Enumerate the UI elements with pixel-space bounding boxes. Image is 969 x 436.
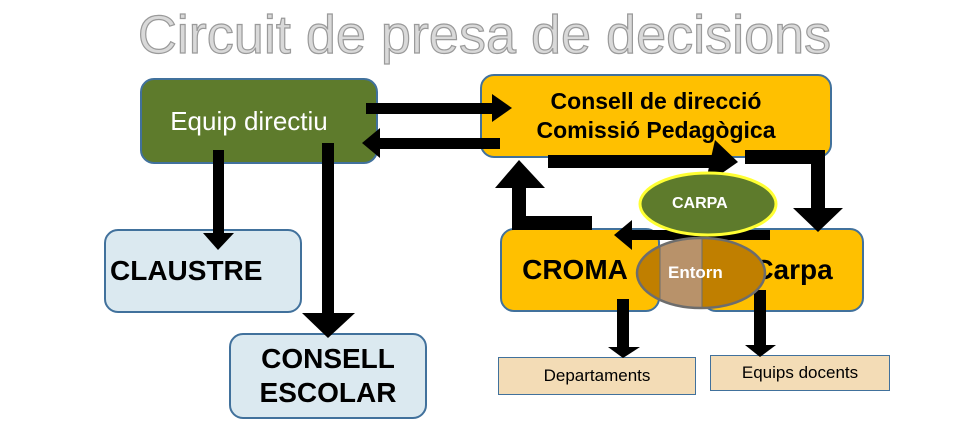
arrow-equip-to-consell-escolar — [302, 143, 355, 338]
arrow-carpa-to-equips-docents — [745, 290, 776, 357]
node-consell-escolar-line2: ESCOLAR — [259, 377, 397, 408]
node-equip-directiu-label: Equip directiu — [170, 105, 328, 136]
node-claustre: CLAUSTRE — [104, 229, 302, 313]
arrow-consell-to-equip — [362, 128, 500, 158]
arrow-croma-to-consell — [495, 160, 592, 230]
node-claustre-label: CLAUSTRE — [110, 255, 263, 286]
node-croma-label: CROMA — [522, 254, 628, 285]
node-carpa-box-label: Carpa — [753, 254, 833, 285]
entorn-ellipse — [637, 238, 765, 308]
node-consell-escolar-line1: CONSELL — [261, 343, 395, 374]
carpa-ellipse-label: CARPA — [672, 195, 728, 212]
entorn-label: Entorn — [668, 263, 723, 282]
node-departaments: Departaments — [498, 357, 696, 395]
arrow-croma-to-departaments — [608, 299, 640, 358]
diagram-title: Circuit de presa de decisions — [137, 4, 832, 65]
node-consell-direccio-line1: Consell de direcció — [550, 88, 762, 114]
node-consell-escolar: CONSELL ESCOLAR — [229, 333, 427, 419]
arrow-equip-to-consell — [366, 94, 512, 122]
node-equips-docents-label: Equips docents — [741, 363, 859, 382]
node-consell-direccio: Consell de direcció Comissió Pedagògica — [480, 74, 832, 158]
arrow-equip-to-claustre — [203, 150, 234, 250]
node-equip-directiu: Equip directiu — [140, 78, 378, 164]
node-equips-docents: Equips docents — [710, 355, 890, 391]
carpa-ellipse — [638, 171, 778, 237]
arrow-consell-to-carpa-box — [745, 150, 843, 232]
node-departaments-label: Departaments — [543, 366, 651, 385]
node-croma: CROMA — [500, 228, 660, 312]
node-consell-direccio-line2: Comissió Pedagògica — [536, 117, 776, 143]
